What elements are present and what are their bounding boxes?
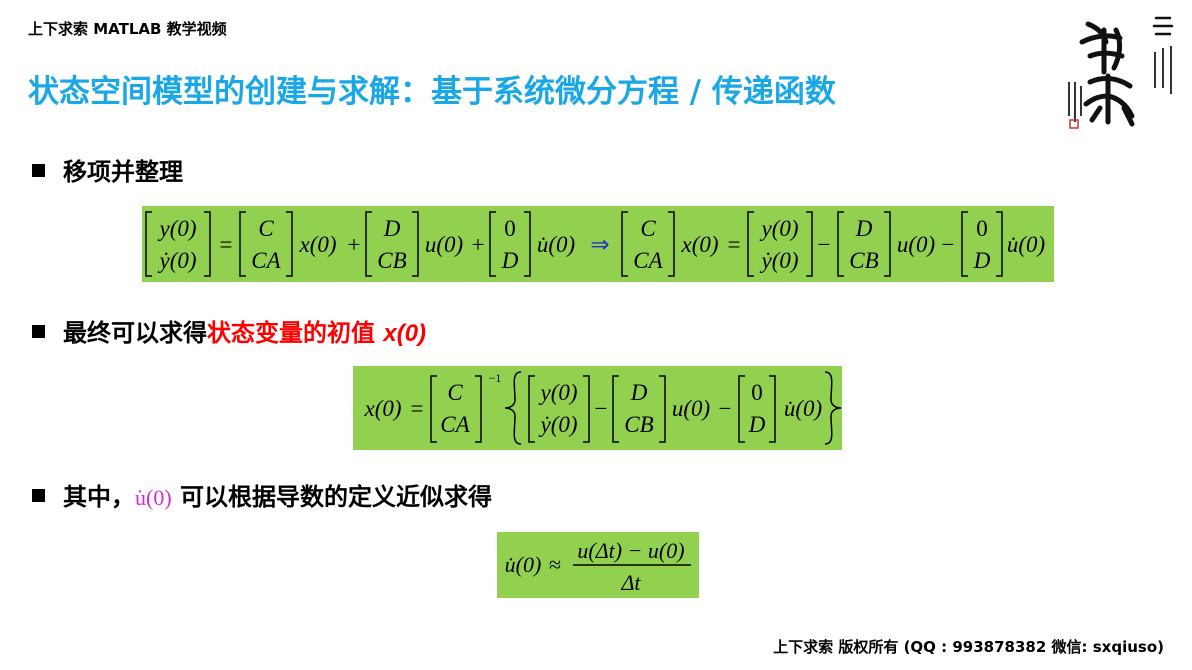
eq2-D: D	[630, 380, 648, 405]
eq2-equals: =	[411, 396, 424, 421]
eq2-x0: x(0)	[363, 396, 401, 421]
eq2-y0: y(0)	[538, 380, 577, 405]
bullet-text: 最终可以求得	[63, 319, 207, 347]
bullet-item-derivative-approx: 其中，u̇(0) 可以根据导数的定义近似求得	[32, 477, 492, 512]
eq2-ydot0: ẏ(0)	[538, 412, 577, 437]
equation-box-derivative: u̇(0) ≈ u(Δt) − u(0) Δt	[497, 532, 699, 598]
eq3-approx: ≈	[549, 552, 561, 577]
eq1-CA-r: CA	[633, 248, 663, 273]
equation-box-rearranged: y(0) ẏ(0) = C CA x(0) + D CB u(0) + 0 D …	[142, 206, 1054, 282]
bullet-text: 移项并整理	[63, 158, 183, 186]
eq2-u0: u(0)	[672, 396, 710, 421]
eq3-udot0: u̇(0)	[505, 552, 542, 577]
eq1-plus-2: +	[472, 232, 485, 257]
equation-rearranged-svg: y(0) ẏ(0) = C CA x(0) + D CB u(0) + 0 D …	[145, 211, 1045, 277]
eq1-CA: CA	[251, 248, 281, 273]
eq1-D: D	[383, 216, 401, 241]
equation-box-initial-state: x(0) = C CA −1 y(0) ẏ(0) − D CB u(0) − 0…	[353, 366, 842, 450]
square-bullet-icon	[32, 164, 45, 177]
eq1-udot0-r: u̇(0)	[1007, 232, 1045, 257]
bullet-item-initial-value: 最终可以求得状态变量的初值 x(0)	[32, 313, 426, 348]
eq1-D2: D	[501, 248, 519, 273]
eq2-CB: CB	[624, 412, 653, 437]
eq1-y0-r: y(0)	[759, 216, 798, 241]
eq1-D-r: D	[855, 216, 873, 241]
header-brand: 上下求索 MATLAB 教学视频	[28, 20, 227, 38]
calligraphy-seal-logo	[1060, 12, 1184, 132]
eq2-minus-1: −	[595, 396, 608, 421]
bullet-text: 其中，	[63, 483, 135, 511]
eq1-equals-r: =	[728, 232, 741, 257]
bullet-variable: x(0)	[383, 320, 427, 347]
eq1-C-r: C	[640, 216, 656, 241]
eq1-zero: 0	[504, 216, 516, 241]
eq1-udot0: u̇(0)	[537, 232, 575, 257]
eq1-D-r2: D	[973, 248, 991, 273]
eq1-equals: =	[220, 232, 233, 257]
eq1-minus-2: −	[942, 232, 955, 257]
eq1-u0: u(0)	[425, 232, 463, 257]
equation-initial-state-svg: x(0) = C CA −1 y(0) ẏ(0) − D CB u(0) − 0…	[363, 371, 842, 445]
eq1-minus-1: −	[818, 232, 831, 257]
eq1-CB-r: CB	[849, 248, 878, 273]
eq2-udot0: u̇(0)	[784, 396, 822, 421]
eq1-zero-r: 0	[976, 216, 988, 241]
eq2-zero: 0	[751, 380, 763, 405]
bullet-highlight: 状态变量的初值	[207, 319, 375, 347]
eq1-C: C	[258, 216, 274, 241]
eq1-implies: ⇒	[590, 232, 609, 257]
eq2-CA: CA	[440, 412, 470, 437]
eq1-ydot0-r: ẏ(0)	[759, 248, 798, 273]
slide-title: 状态空间模型的创建与求解：基于系统微分方程 / 传递函数	[28, 74, 836, 110]
eq1-CB: CB	[377, 248, 406, 273]
eq2-D2: D	[748, 412, 766, 437]
eq1-ydot0: ẏ(0)	[157, 248, 196, 273]
eq2-C: C	[447, 380, 463, 405]
eq2-minus-2: −	[719, 396, 732, 421]
eq3-denominator: Δt	[620, 570, 641, 595]
eq1-x0-r: x(0)	[680, 232, 718, 257]
eq1-x0: x(0)	[298, 232, 336, 257]
inline-math-udot0: u̇(0)	[135, 485, 172, 510]
eq3-numerator: u(Δt) − u(0)	[577, 538, 684, 563]
equation-derivative-svg: u̇(0) ≈ u(Δt) − u(0) Δt	[505, 538, 691, 595]
square-bullet-icon	[32, 325, 45, 338]
bullet-item-rearrange: 移项并整理	[32, 152, 183, 187]
footer-copyright: 上下求索 版权所有 (QQ : 993878382 微信: sxqiuso)	[773, 638, 1164, 656]
bullet-text-suffix: 可以根据导数的定义近似求得	[171, 483, 493, 511]
eq1-y0: y(0)	[157, 216, 196, 241]
eq1-plus-1: +	[348, 232, 361, 257]
eq1-u0-r: u(0)	[897, 232, 935, 257]
square-bullet-icon	[32, 489, 45, 502]
eq2-inverse-exponent: −1	[489, 371, 502, 385]
